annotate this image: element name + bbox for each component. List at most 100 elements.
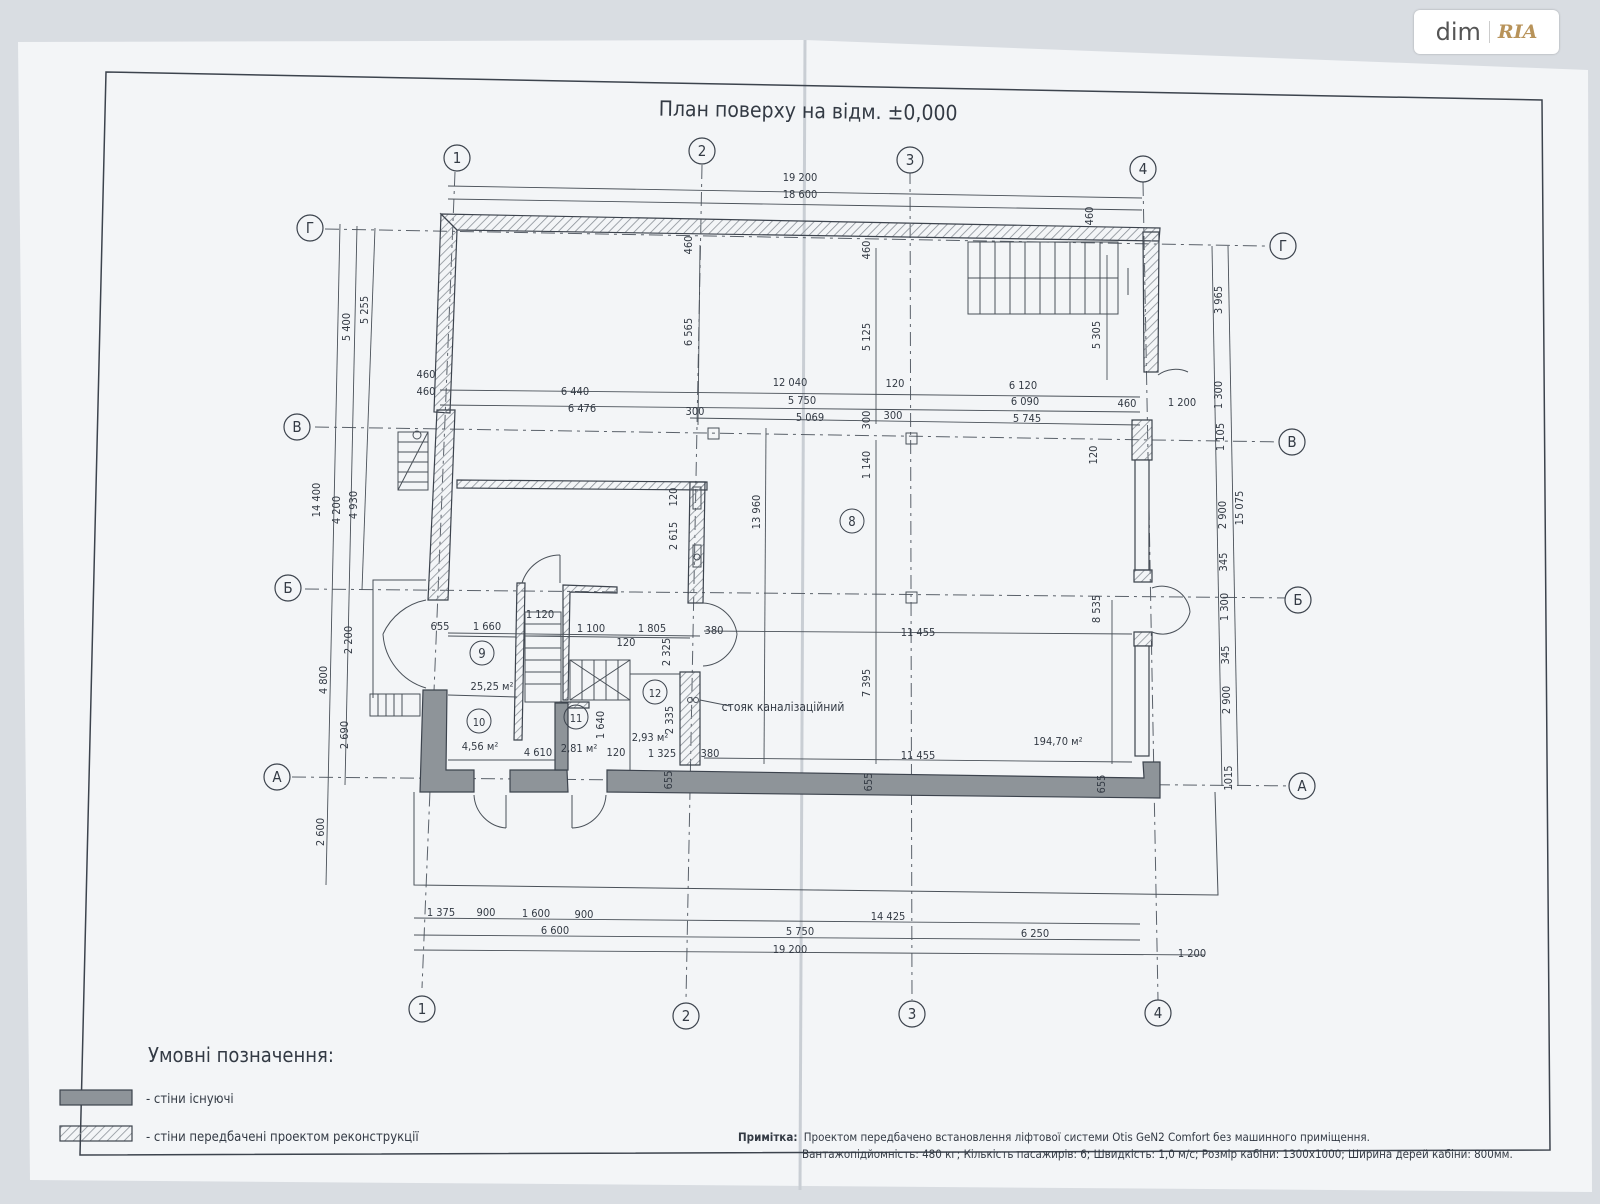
dim-row3-right: 5 745: [1013, 412, 1041, 425]
dim-row3-mid: 5 069: [796, 411, 824, 424]
dim-bottom-900-b: 900: [575, 908, 594, 921]
dim-left-2690: 2 690: [338, 721, 351, 749]
room-10-bubble: [466, 708, 492, 734]
axis-bubble-v-left: [283, 413, 311, 441]
axis-label-3-bottom: 3: [908, 1005, 917, 1023]
dim-v-120-a: 120: [1087, 446, 1100, 465]
dim-row1-mid: 12 040: [773, 376, 808, 389]
note-text-1: Проектом передбачено встановлення ліфтов…: [804, 1130, 1370, 1144]
room-8-number: 8: [848, 515, 855, 530]
note-line-2: Вантажопідйомність: 480 кг; Кількість па…: [802, 1147, 1513, 1161]
dim-v-8535: 8 535: [1090, 595, 1103, 623]
dim-380-b: 380: [701, 747, 720, 760]
dim-bottom-14425: 14 425: [871, 910, 906, 923]
dimension-lines: [325, 185, 1239, 956]
axis-label-1-top: 1: [453, 149, 462, 167]
dim-right-345-b: 345: [1219, 646, 1232, 665]
axis-label-g-left: Г: [306, 219, 314, 237]
dim-v-6565: 6 565: [682, 318, 695, 346]
dim-bottom-5750: 5 750: [786, 925, 814, 938]
dim-120-d: 120: [607, 746, 626, 759]
interior-lines: [369, 241, 1219, 896]
axis-bubble-1-top: [443, 144, 471, 172]
axis-bubble-2-top: [688, 137, 716, 165]
dim-left-14400: 14 400: [310, 483, 323, 518]
legend-title: Умовні позначення:: [148, 1043, 334, 1067]
dim-right-1300-a: 1 300: [1212, 381, 1225, 409]
axis-bubble-1-bottom: [408, 995, 436, 1023]
axis-label-b-left: Б: [283, 579, 292, 597]
dim-bottom-1375: 1 375: [427, 906, 455, 919]
note-line-1: Примітка: Проектом передбачено встановле…: [738, 1130, 1370, 1144]
dim-wall-460-top: 460: [1083, 207, 1096, 226]
room-11-bubble: [563, 704, 589, 730]
room-9-bubble: [469, 640, 495, 666]
dim-380-a: 380: [705, 624, 724, 637]
dim-11455-b: 11 455: [901, 749, 936, 762]
riser-label: стояк каналізаційний: [722, 700, 845, 714]
dim-right-345-a: 345: [1217, 553, 1230, 572]
dim-wall-460-b: 460: [417, 385, 436, 398]
dim-row2-left: 6 476: [568, 402, 596, 415]
dim-right-15075: 15 075: [1233, 491, 1246, 526]
room-12-bubble: [642, 679, 668, 705]
dim-v-120-b: 120: [667, 488, 680, 507]
dim-300-b: 300: [884, 409, 903, 422]
legend-label-new: - стіни передбачені проектом реконструкц…: [146, 1130, 419, 1145]
legend-label-existing: - стіни існуючі: [146, 1092, 234, 1107]
room-10-area: 4,56 м²: [462, 740, 499, 753]
axis-bubble-3-top: [896, 146, 924, 174]
watermark-brand: dim: [1435, 18, 1481, 46]
dim-top-inner: 18 600: [783, 188, 818, 201]
dim-v-2325: 2 325: [660, 638, 673, 666]
dim-v-5125: 5 125: [860, 323, 873, 351]
room-8-bubble: [839, 508, 865, 534]
dim-left-2600: 2 600: [314, 818, 327, 846]
dim-v-13960: 13 960: [750, 495, 763, 530]
dim-right-2900-b: 2 900: [1220, 686, 1233, 714]
paper: [18, 40, 1592, 1192]
room-8-area: 194,70 м²: [1033, 735, 1082, 748]
axis-label-g-right: Г: [1279, 237, 1287, 255]
room-9-number: 9: [478, 647, 485, 662]
dim-v-2615: 2 615: [667, 522, 680, 550]
dim-120-top: 120: [886, 377, 905, 390]
axis-bubble-2-bottom: [672, 1002, 700, 1030]
dim-row2-mid: 5 750: [788, 394, 816, 407]
axis-bubble-a-left: [263, 763, 291, 791]
room-10-number: 10: [473, 716, 486, 729]
axis-bubble-4-top: [1129, 155, 1157, 183]
dim-300-a: 300: [686, 405, 705, 418]
dim-left-4200: 4 200: [330, 496, 343, 524]
axis-label-4-bottom: 4: [1154, 1004, 1163, 1022]
dim-v-460-b: 460: [860, 241, 873, 260]
walls-new: [427, 212, 1161, 766]
dim-wall-460-a: 460: [417, 368, 436, 381]
dim-4610: 4 610: [524, 746, 552, 759]
room-11-area: 2,81 м²: [561, 742, 598, 755]
axis-label-v-left: В: [292, 418, 301, 436]
dim-bottom-1600: 1 600: [522, 907, 550, 920]
dim-300-c: 300: [860, 411, 873, 430]
axis-bubble-g-right: [1269, 232, 1297, 260]
room-9-area: 25,25 м²: [471, 680, 514, 693]
dim-1660: 1 660: [473, 620, 501, 633]
dim-right-3965: 3 965: [1212, 286, 1225, 314]
dim-1100: 1 100: [577, 622, 605, 635]
axis-label-a-left: А: [272, 768, 282, 786]
axis-bubble-b-left: [274, 574, 302, 602]
dim-v-7395: 7 395: [860, 669, 873, 697]
dim-left-5255: 5 255: [358, 296, 371, 324]
axis-label-3-top: 3: [906, 151, 915, 169]
axis-label-4-top: 4: [1139, 160, 1148, 178]
dim-bottom-6600: 6 600: [541, 924, 569, 937]
dim-120-c: 120: [617, 636, 636, 649]
dim-left-4800: 4 800: [317, 666, 330, 694]
axis-bubble-3-bottom: [898, 1000, 926, 1028]
dim-top-overall: 19 200: [783, 171, 818, 184]
room-12-number: 12: [649, 687, 662, 700]
dim-v-460-a: 460: [682, 236, 695, 255]
plan-title: План поверху на відм. ±0,000: [659, 97, 958, 126]
